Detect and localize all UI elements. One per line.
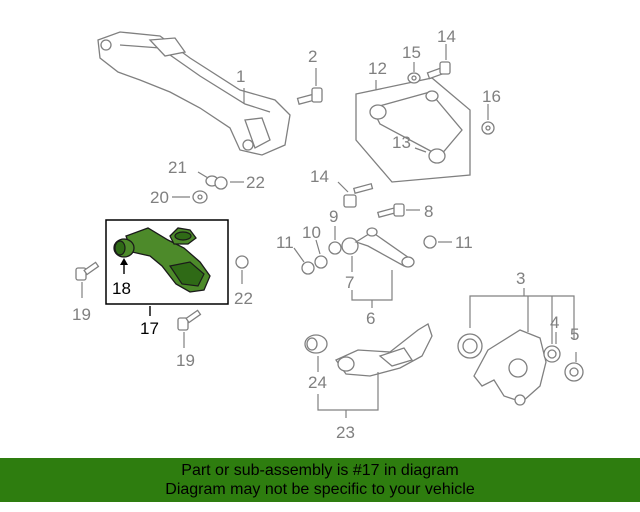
bushing-part-4[interactable]	[543, 345, 561, 363]
callout-22-bottom[interactable]: 22	[234, 289, 253, 308]
callout-20[interactable]: 20	[150, 188, 169, 207]
lower-arm-part-23[interactable]	[335, 323, 433, 377]
bolt-part-14-mid[interactable]	[343, 182, 374, 208]
bolt-part-8[interactable]	[376, 203, 405, 219]
nut-part-11-left[interactable]	[301, 261, 315, 275]
link-part-7[interactable]	[341, 227, 415, 268]
control-arm-part-13[interactable]	[369, 90, 463, 164]
bolt-part-2[interactable]	[296, 87, 323, 106]
bolt-part-19-bottom[interactable]	[177, 309, 202, 331]
callout-14-mid[interactable]: 14	[310, 167, 329, 186]
callout-15[interactable]: 15	[402, 43, 421, 62]
callout-12[interactable]: 12	[368, 59, 387, 78]
lower-control-arm-part-17[interactable]	[125, 227, 211, 293]
callout-23[interactable]: 23	[336, 423, 355, 442]
nut-part-22-top[interactable]	[214, 176, 228, 190]
bolt-part-19-left[interactable]	[75, 261, 100, 281]
callout-16[interactable]: 16	[482, 87, 501, 106]
nut-part-22-bottom[interactable]	[235, 255, 249, 269]
footer-line-2: Diagram may not be specific to your vehi…	[165, 481, 475, 498]
leader-10	[315, 239, 321, 255]
leader-11-left	[293, 247, 305, 263]
callout-19-bottom[interactable]: 19	[176, 351, 195, 370]
callout-9[interactable]: 9	[329, 207, 338, 226]
callout-18[interactable]: 18	[112, 279, 131, 298]
callout-14-top[interactable]: 14	[437, 27, 456, 46]
callout-11-right[interactable]: 11	[455, 233, 473, 252]
callout-5[interactable]: 5	[570, 325, 579, 344]
callout-10[interactable]: 10	[302, 223, 321, 242]
bushing-part-5[interactable]	[564, 362, 584, 382]
knuckle-part-3[interactable]	[457, 329, 547, 406]
callout-13[interactable]: 13	[392, 133, 411, 152]
bushing-part-18[interactable]	[113, 238, 135, 258]
callout-24[interactable]: 24	[308, 373, 327, 392]
callout-4[interactable]: 4	[550, 313, 559, 332]
washer-part-10[interactable]	[314, 255, 328, 269]
diagram-footer-banner: Part or sub-assembly is #17 in diagram D…	[0, 458, 640, 502]
leader-13	[414, 147, 427, 153]
callout-1[interactable]: 1	[236, 67, 245, 86]
bracket-23	[317, 372, 379, 411]
parts-diagram: 1 2 12 13 14 15 16 20	[72, 27, 584, 442]
callout-17[interactable]: 17	[140, 319, 159, 338]
nut-part-15[interactable]	[407, 72, 421, 84]
callout-21[interactable]: 21	[168, 158, 187, 177]
callout-8[interactable]: 8	[424, 202, 433, 221]
washer-part-20[interactable]	[192, 190, 208, 204]
callout-6[interactable]: 6	[366, 309, 375, 328]
callout-3[interactable]: 3	[516, 269, 525, 288]
leader-21	[197, 171, 209, 179]
bolt-part-14-top[interactable]	[426, 61, 451, 80]
callout-7[interactable]: 7	[345, 273, 354, 292]
callout-22-top[interactable]: 22	[246, 173, 265, 192]
bracket-6	[351, 270, 393, 301]
crossmember-part-1[interactable]	[97, 31, 291, 156]
nut-part-16[interactable]	[481, 121, 495, 135]
leader-14-mid	[337, 181, 349, 193]
bracket-3	[469, 295, 575, 340]
callout-19-left[interactable]: 19	[72, 305, 91, 324]
highlight-box-part-17	[105, 219, 229, 305]
washer-part-9[interactable]	[328, 241, 342, 255]
callout-2[interactable]: 2	[308, 47, 317, 66]
arrow-18	[120, 258, 128, 265]
nut-part-11-right[interactable]	[423, 235, 437, 249]
callout-11-left[interactable]: 11	[276, 233, 294, 252]
footer-line-1: Part or sub-assembly is #17 in diagram	[181, 462, 459, 479]
bushing-part-24[interactable]	[304, 334, 328, 354]
